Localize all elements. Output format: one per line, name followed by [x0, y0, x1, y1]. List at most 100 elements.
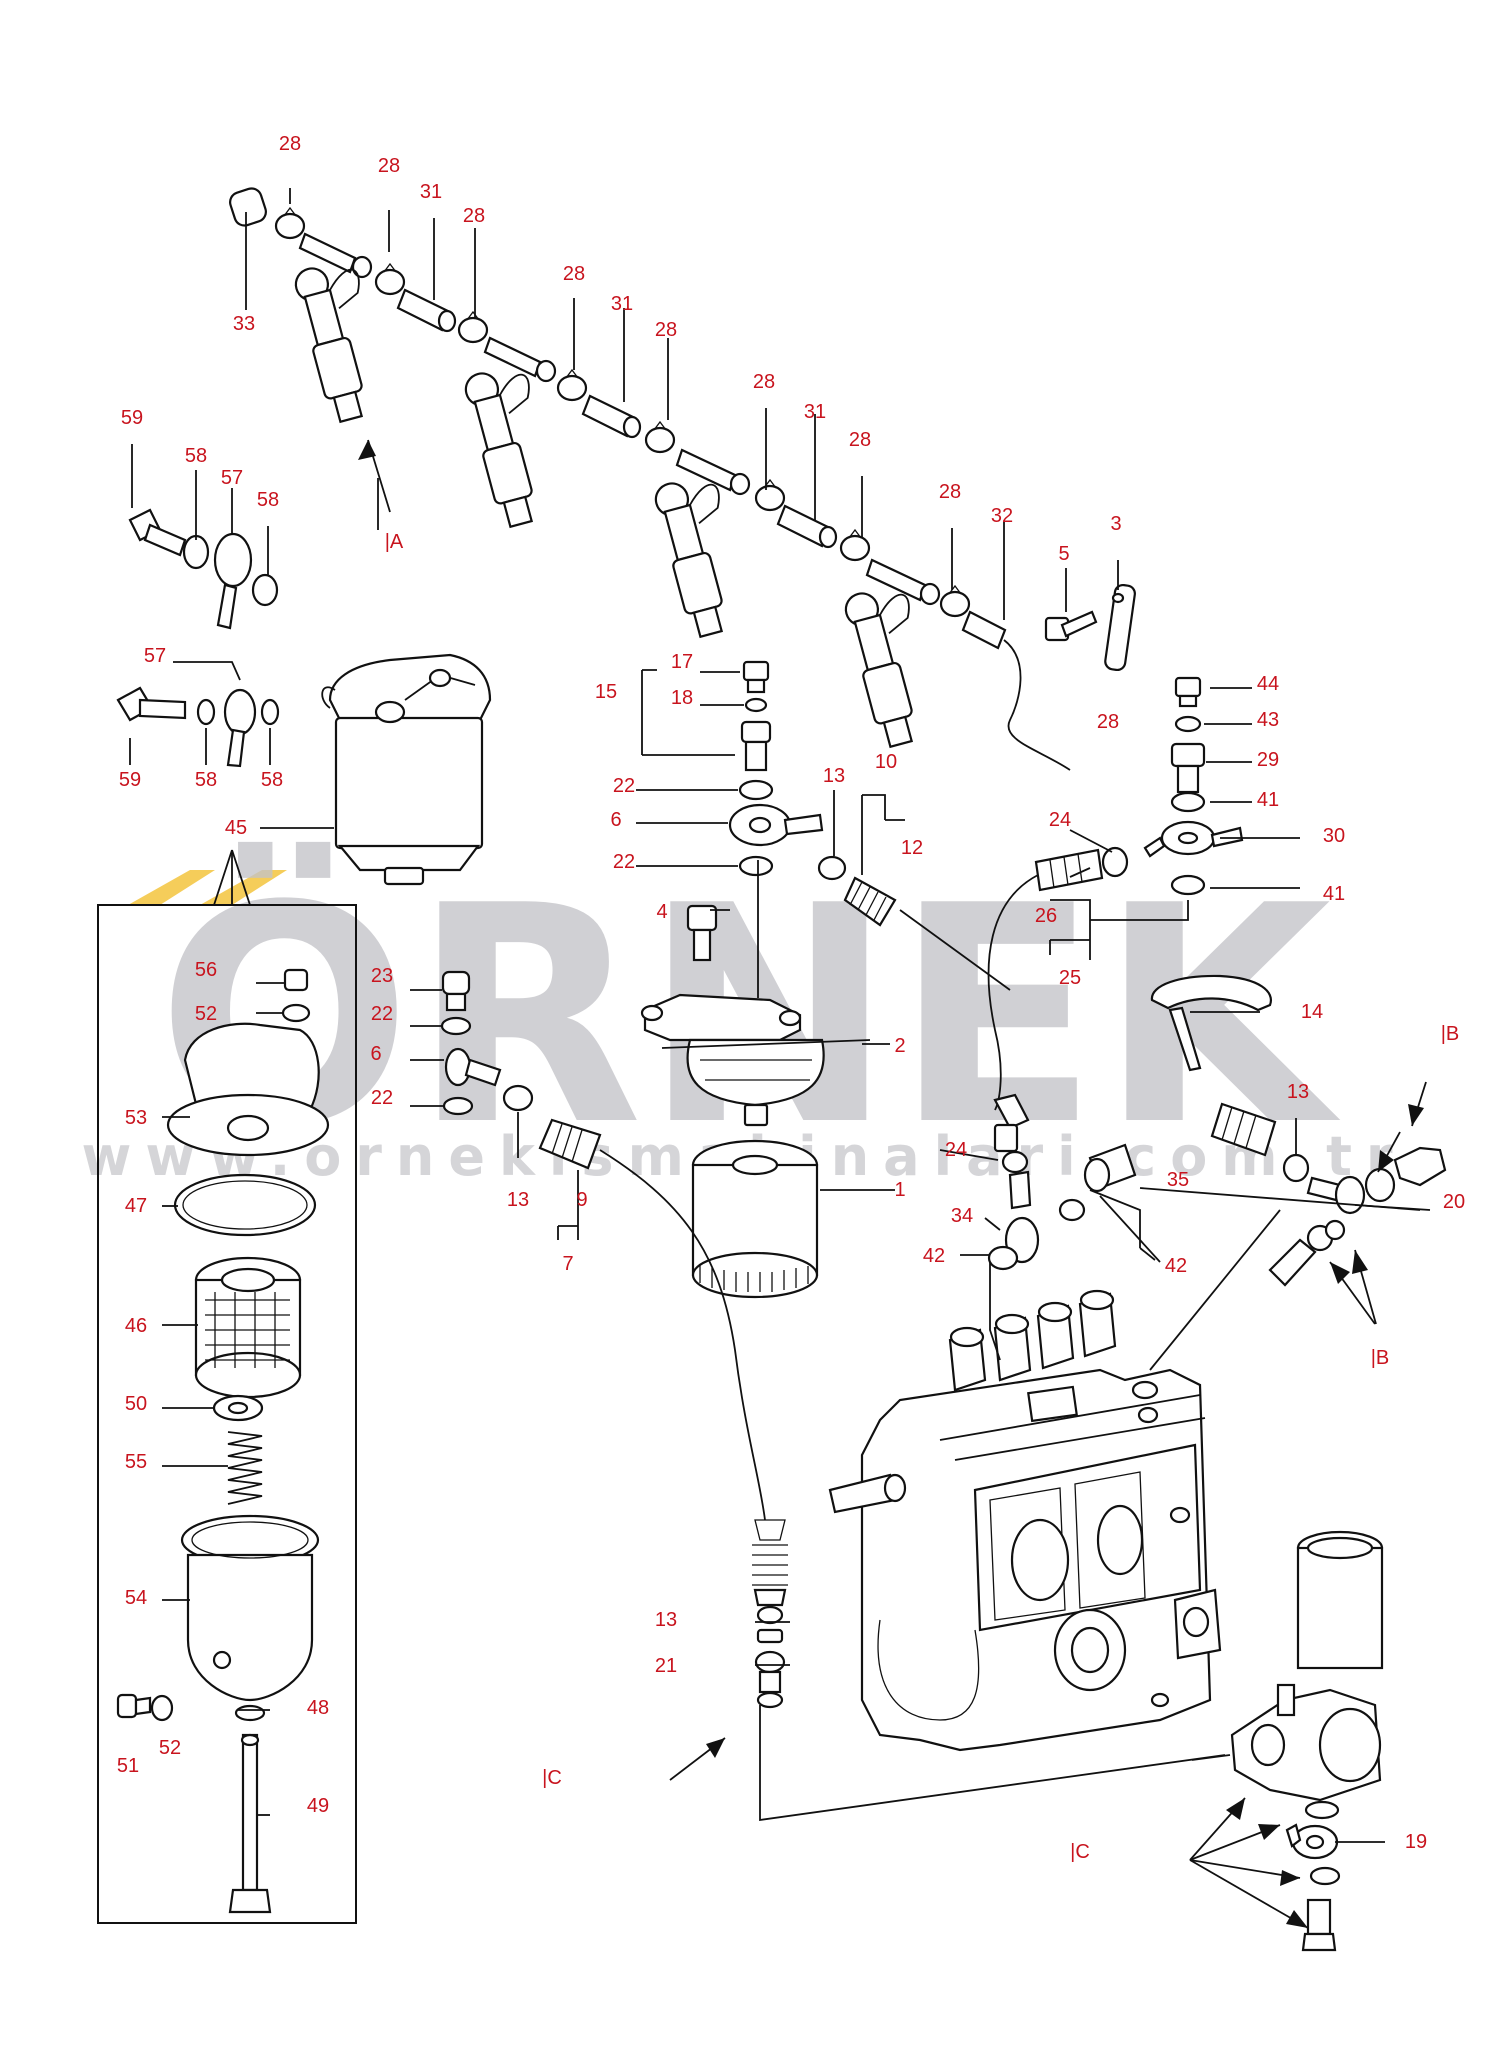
callout-57: 57 [144, 645, 166, 667]
callout-53: 53 [125, 1107, 147, 1129]
callout-28: 28 [939, 481, 961, 503]
callout-24: 24 [1049, 809, 1071, 831]
callout-43: 43 [1257, 709, 1279, 731]
callout-3: 3 [1110, 513, 1121, 535]
callout-52: 52 [195, 1003, 217, 1025]
callout-59: 59 [119, 769, 141, 791]
callout-21: 21 [655, 1655, 677, 1677]
callout-58: 58 [257, 489, 279, 511]
callout-28: 28 [655, 319, 677, 341]
washer-41 [1170, 791, 1206, 813]
bolt-29 [1170, 742, 1206, 794]
callout-6: 6 [370, 1043, 381, 1065]
callout-56: 56 [195, 959, 217, 981]
callout-13: 13 [823, 765, 845, 787]
feed-line-c [752, 1519, 1226, 1822]
seal-48 [234, 1704, 266, 1722]
callout-14: 14 [1301, 1001, 1323, 1023]
callout-58: 58 [185, 445, 207, 467]
callout-26: 26 [1035, 905, 1057, 927]
callout-12: 12 [901, 837, 923, 859]
bolt-51 [116, 1693, 152, 1719]
delivery-valve [948, 1289, 1117, 1392]
callout-59: 59 [121, 407, 143, 429]
callout-46: 46 [125, 1315, 147, 1337]
callout-13: 13 [507, 1189, 529, 1211]
callout-41: 41 [1257, 789, 1279, 811]
plate-3 [1104, 583, 1136, 672]
callout-7: 7 [562, 1253, 573, 1275]
clamp-28 [374, 262, 406, 296]
fuel-tube [298, 232, 373, 279]
clamp-13 [1282, 1153, 1310, 1183]
ref-c: |C [1070, 1841, 1090, 1863]
callout-25: 25 [1059, 967, 1081, 989]
ref-c: |C [542, 1767, 562, 1789]
clamp-28 [939, 584, 971, 618]
hose-12 [843, 876, 1011, 991]
callout-31: 31 [420, 181, 442, 203]
fuel-tube [675, 448, 751, 496]
clamp-28 [274, 206, 306, 240]
banjo-bolt-15 [740, 720, 772, 772]
clamp-28 [644, 420, 676, 454]
bolt-35 [1058, 1143, 1137, 1222]
callout-32: 32 [991, 505, 1013, 527]
center-bolt-49 [228, 1733, 272, 1914]
callout-4: 4 [656, 901, 667, 923]
callout-6: 6 [610, 809, 621, 831]
fitting-19 [1285, 1800, 1341, 1952]
callout-18: 18 [671, 687, 693, 709]
callout-48: 48 [307, 1697, 329, 1719]
washer-22 [738, 855, 774, 877]
callout-28: 28 [279, 133, 301, 155]
callouts: 28 28 31 28 33 28 31 28 28 31 28 28 32 5… [117, 133, 1465, 1863]
filter-housing-45 [321, 653, 492, 886]
callout-23: 23 [371, 965, 393, 987]
ref-b: |B [1371, 1347, 1390, 1369]
filter-head-53 [166, 1022, 330, 1157]
callout-28: 28 [463, 205, 485, 227]
callout-54: 54 [125, 1587, 147, 1609]
ref-b: |B [1441, 1023, 1460, 1045]
clip-14 [1150, 974, 1273, 1072]
watermark-accent-mark [128, 870, 287, 905]
callout-15: 15 [595, 681, 617, 703]
callout-49: 49 [307, 1795, 329, 1817]
clamp-24 [1001, 1150, 1029, 1174]
hose-26 [987, 848, 1104, 1111]
ref-a: |A [385, 531, 404, 553]
callout-5: 5 [1058, 543, 1069, 565]
callout-9: 9 [576, 1189, 587, 1211]
callout-28: 28 [563, 263, 585, 285]
tube-31 [581, 394, 642, 439]
callout-42: 42 [1165, 1255, 1187, 1277]
feed-pump-2 [640, 993, 825, 1127]
fuel-tube [483, 336, 557, 383]
clamp-13 [502, 1084, 534, 1112]
bolt-44 [1174, 676, 1202, 708]
washer-50 [212, 1394, 264, 1422]
callout-19: 19 [1405, 1831, 1427, 1853]
callout-30: 30 [1323, 825, 1345, 847]
washer-42 [987, 1245, 1019, 1271]
callout-22: 22 [371, 1087, 393, 1109]
callout-33: 33 [233, 313, 255, 335]
callout-51: 51 [117, 1755, 139, 1777]
callout-42: 42 [923, 1245, 945, 1267]
callout-35: 35 [1167, 1169, 1189, 1191]
callout-13: 13 [1287, 1081, 1309, 1103]
callout-31: 31 [611, 293, 633, 315]
callout-58: 58 [195, 769, 217, 791]
callout-1: 1 [894, 1179, 905, 1201]
callout-44: 44 [1257, 673, 1279, 695]
sleeve-33 [229, 187, 267, 227]
clamp-24 [1101, 846, 1129, 878]
callout-45: 45 [225, 817, 247, 839]
return-hose [1003, 639, 1071, 771]
injection-pump [828, 1289, 1222, 1752]
callout-28: 28 [378, 155, 400, 177]
washer-22 [738, 779, 774, 801]
banjo-20 [1306, 1146, 1447, 1215]
